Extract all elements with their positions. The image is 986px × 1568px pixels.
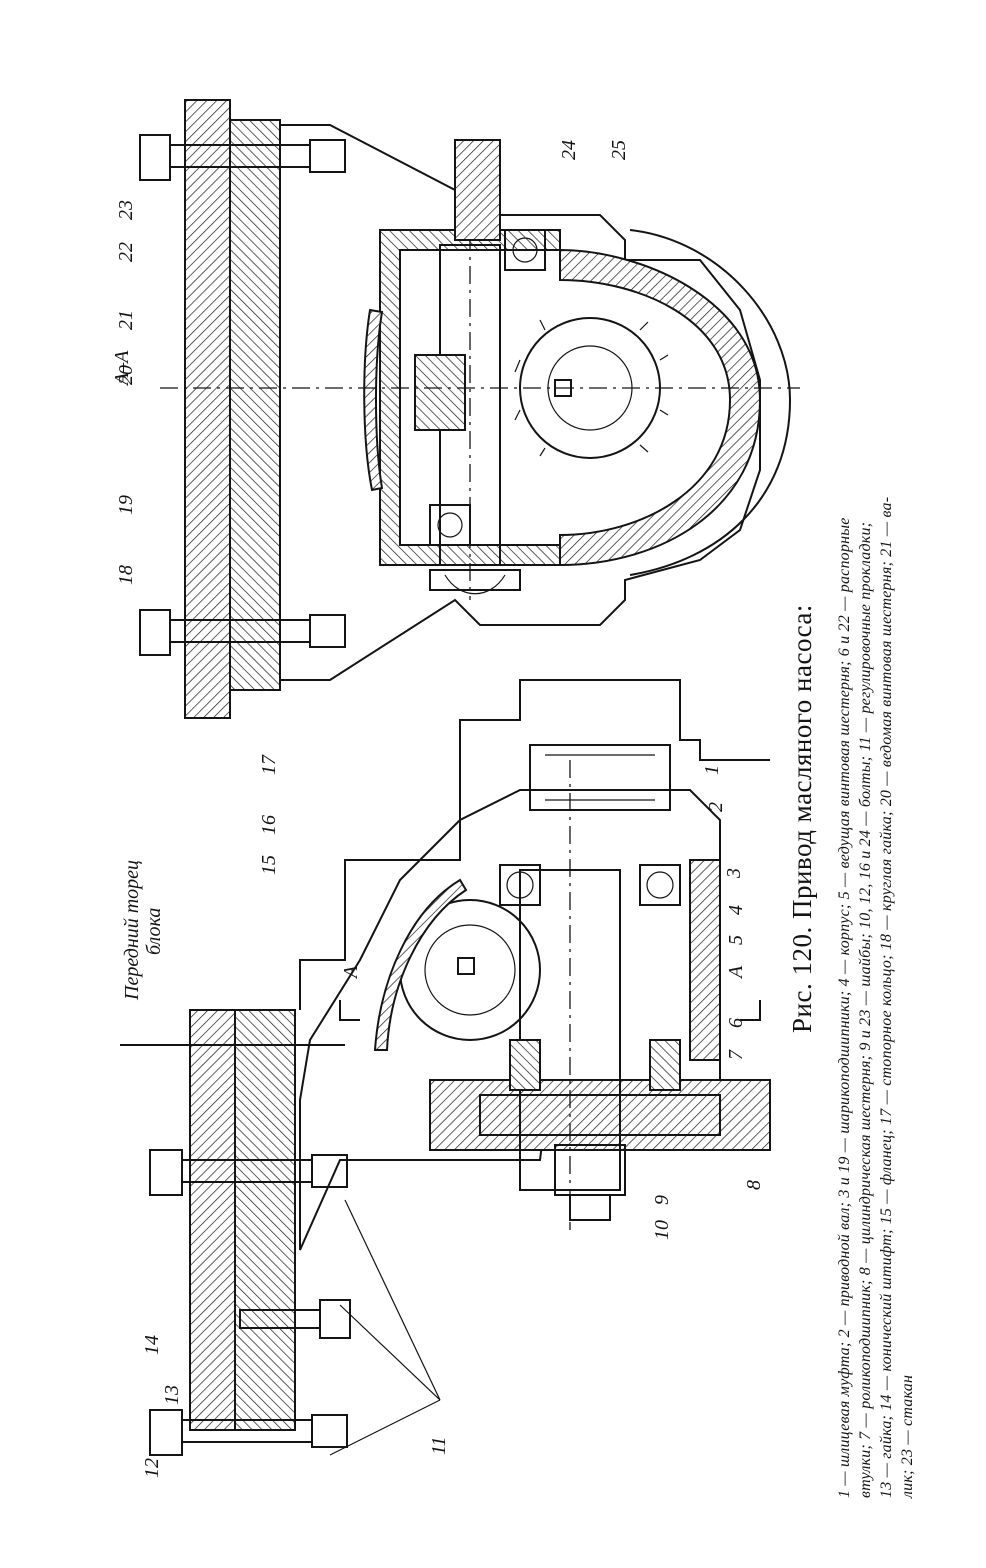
ball-bearing-3 [639,864,681,906]
bolt-upper-top [139,134,346,181]
label-11: 11 [428,1436,450,1455]
label-7: 7 [725,1049,747,1060]
drive-gear-block [414,354,466,431]
label-18: 18 [115,565,137,585]
label-a-a: А–А [111,350,133,387]
ball-bearing-3b [499,864,541,906]
round-nut-18 [429,569,521,591]
block-plate-upper-flange [229,119,281,691]
label-19: 19 [115,495,137,515]
label-4: 4 [725,905,747,915]
label-front-face-1: Передний торец [121,860,143,1001]
label-a-lower-right: А [725,965,747,980]
label-a-lower-left: А [340,965,362,980]
legend-line-2: втулки; 7 — роликоподшипник; 8 — цилиндр… [857,521,874,1498]
section-arrow-bottom [740,1000,761,1021]
cylindrical-gear-8 [429,1079,771,1151]
driven-gear-teeth [514,319,669,457]
gear-casing-arc [559,248,762,567]
label-2: 2 [705,802,727,812]
legend-line-4: лик; 23 — стакан [899,1374,916,1498]
label-9: 9 [651,1195,673,1205]
housing-body-upper [279,124,761,681]
legend-line-3: 13 — гайка; 14 — конический штифт; 15 — … [878,496,895,1498]
bolt-12 [149,1409,348,1456]
label-21: 21 [115,310,137,330]
label-3: 3 [723,868,745,879]
section-a-a-view [139,99,800,719]
bearing-19-box [429,504,471,546]
label-12: 12 [141,1458,163,1478]
label-1: 1 [701,765,723,775]
label-13: 13 [161,1385,183,1405]
label-15: 15 [258,855,280,875]
gear-casing-outer-arc [629,229,792,576]
label-25: 25 [608,140,630,160]
side-view [120,679,771,1456]
bolt-lower-mid [149,1149,348,1196]
label-24: 24 [558,140,580,160]
spline-coupling-1 [529,744,671,811]
figure-title: Рис. 120. Привод масляного насоса: [787,604,817,1033]
label-17: 17 [258,754,280,775]
label-20: 20 [115,365,137,385]
label-14: 14 [141,1335,163,1355]
label-10: 10 [651,1220,673,1240]
label-front-face-2: блока [143,908,165,955]
label-22: 22 [115,242,137,262]
shims-11-leaders [329,1199,441,1456]
shaft-spline-end [454,139,501,241]
bearing-24-box [504,229,546,271]
label-23: 23 [115,200,137,220]
label-16: 16 [258,815,280,835]
section-arrow-top [339,1000,360,1021]
legend-line-1: 1 — шлицевая муфта; 2 — приводной вал; 3… [836,517,853,1498]
label-8: 8 [743,1180,765,1190]
block-plate-lower [189,1009,236,1431]
block-step-outline [299,679,770,1010]
label-5: 5 [725,935,747,945]
conical-pin-14 [239,1299,351,1339]
block-plate-lower-2 [234,1009,296,1431]
block-plate-upper [184,99,231,719]
roller-bearing-7b [509,1039,541,1091]
roller-bearing-7 [649,1039,681,1091]
cover-arc-upper [363,308,384,492]
label-6: 6 [725,1018,747,1028]
bolt-10 [569,1194,611,1221]
bolt-upper-bottom [139,609,346,656]
cover-arc-lower [373,878,468,1051]
diagram-labels: А–А 18 19 20 21 22 23 24 25 Передний тор… [111,140,765,1478]
housing-4-wall [689,859,721,1061]
